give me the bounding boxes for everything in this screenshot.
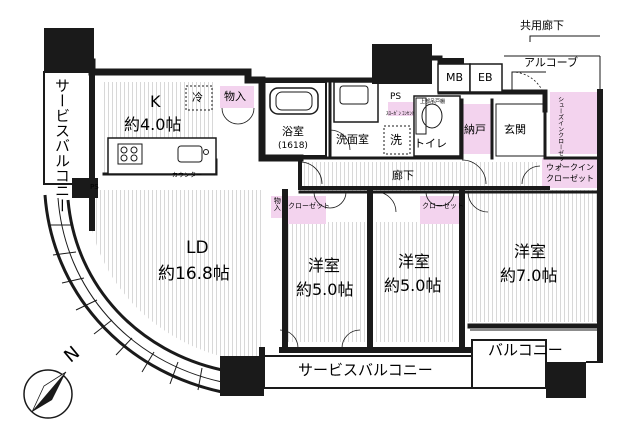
ld-size: 約16.8帖 (158, 264, 230, 284)
columns (44, 28, 586, 398)
tiny-label-1: ｽﾛｰｶﾞﾝ (386, 111, 402, 117)
western2-size: 約5.0帖 (384, 276, 442, 295)
counter-label: カウンター (172, 172, 203, 179)
western1-size: 約5.0帖 (296, 280, 354, 299)
entrance (495, 71, 547, 157)
service-balcony-bottom-label: サービスバルコニー (298, 361, 433, 379)
curved-balcony-ticks (48, 224, 203, 391)
walk-in-closet-label-2: クローゼット (546, 174, 594, 183)
western1-floor (288, 222, 366, 342)
mono-ire-label: 物入 (224, 90, 246, 103)
ld-floor (92, 190, 262, 358)
kitchen-size: 約4.0帖 (124, 115, 182, 134)
common-corridor-label: 共用廊下 (520, 19, 564, 32)
bathroom (263, 81, 327, 157)
eb-label: EB (478, 71, 493, 84)
windows (282, 329, 600, 353)
western2-floor (376, 222, 456, 342)
bath-size: (1618) (278, 141, 308, 151)
washroom (333, 81, 411, 155)
ps-label-2: PS (390, 92, 402, 102)
service-balcony-left-label: サービスバルコニー (53, 78, 71, 213)
toilet (413, 95, 461, 157)
alcove-label: アルコーブ (524, 56, 579, 69)
fridge-box (185, 85, 213, 111)
western1-name: 洋室 (308, 256, 341, 275)
toilet-label: トイレ (414, 137, 447, 150)
kitchen-name: K (150, 92, 161, 111)
left-service-balcony (43, 71, 93, 185)
corridor-label: 廊下 (392, 169, 414, 182)
mono-ire-small-label: 物入 (273, 197, 282, 211)
bath-name: 浴室 (282, 125, 304, 138)
entrance-label: 玄関 (504, 123, 526, 136)
storage-label: 納戸 (464, 123, 486, 136)
closet-label-2: クローゼット (422, 202, 464, 210)
shoe-closet-label: シューズインクローゼット (556, 96, 564, 168)
western3-name: 洋室 (514, 242, 547, 261)
door-swings (221, 107, 541, 349)
washroom-label: 洗面室 (336, 133, 369, 146)
balcony-label: バルコニー (488, 341, 563, 359)
tiny-label-3: 上部吊戸棚 (420, 99, 446, 105)
bottom-service-balcony (261, 339, 600, 389)
kitchen-counter (107, 137, 217, 175)
ld-name: LD (186, 238, 209, 258)
storage-fills (220, 86, 600, 224)
western2-name: 洋室 (398, 252, 431, 271)
alcove (504, 35, 601, 92)
fridge-label: 冷 (192, 91, 203, 104)
tiny-label-2: ｺﾝｾﾝﾄ (402, 111, 415, 117)
compass-icon (23, 369, 73, 419)
wash-label: 洗 (390, 133, 403, 147)
ps-label-1: PS (90, 183, 99, 191)
meter-boxes (437, 63, 503, 93)
western3-size: 約7.0帖 (500, 266, 558, 285)
western3-floor (466, 190, 600, 322)
mb-label: MB (446, 71, 464, 84)
closet-label-1: クローゼット (288, 202, 330, 210)
curved-balcony (43, 194, 223, 394)
walk-in-closet-label-1: ウォークイン (546, 163, 594, 172)
